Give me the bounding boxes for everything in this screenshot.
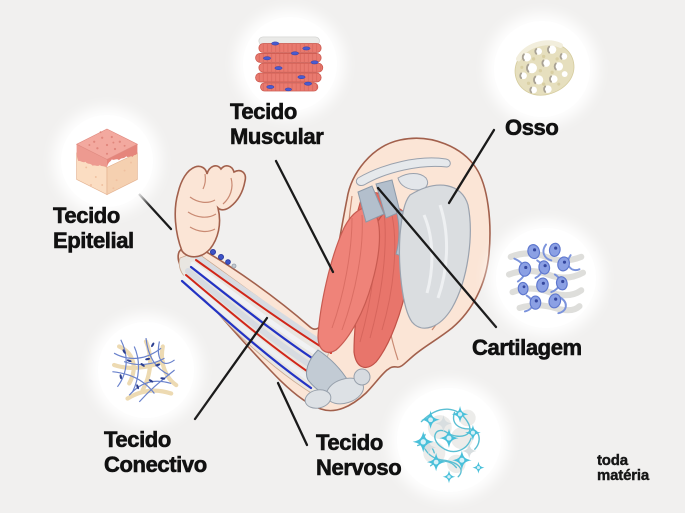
vessel-blue [180,279,313,390]
skin-cube-glyph [75,128,139,196]
connector-line-conectivo [193,316,269,421]
vessel-blue [189,265,326,368]
connector-line-nervoso [276,381,309,447]
connector-line-muscular [274,159,335,274]
vessel-red [185,274,318,379]
nervous-tissue-icon [397,388,501,492]
bone-tissue-icon [494,21,590,117]
elbow-bones [304,368,371,409]
cartilage-cells-glyph [505,242,587,315]
muscle-fibers-glyph [255,36,324,92]
label-tecido-muscular: Tecido Muscular [230,99,324,149]
connector-line-epithelial [137,192,173,231]
label-tecido-conectivo: Tecido Conectivo [104,427,208,477]
connective-fibers-glyph [111,338,179,403]
label-tecido-epitelial: Tecido Epitelial [53,203,135,253]
toda-materia-logo: toda matéria [597,452,650,485]
fist [174,165,247,258]
logo-line-1: toda [597,452,628,469]
neurons-glyph [412,405,485,484]
connector-line-osso [447,128,496,205]
connective-tissue-icon [98,322,194,418]
connector-line-cartilagem [376,186,498,329]
label-tecido-nervoso: Tecido Nervoso [316,430,402,480]
muscle-tissue-icon [243,17,337,111]
vessel-red [195,259,332,354]
logo-line-2: matéria [597,467,650,485]
bone-tissue-glyph [514,40,575,96]
epithelial-tissue-icon [61,115,153,207]
forearm-interior [178,251,335,397]
label-cartilagem: Cartilagem [472,335,583,360]
wrist-beads [205,247,237,269]
label-osso: Osso [505,115,559,140]
cartilage-tissue-icon [496,228,596,328]
clavicle-bone [355,157,451,186]
